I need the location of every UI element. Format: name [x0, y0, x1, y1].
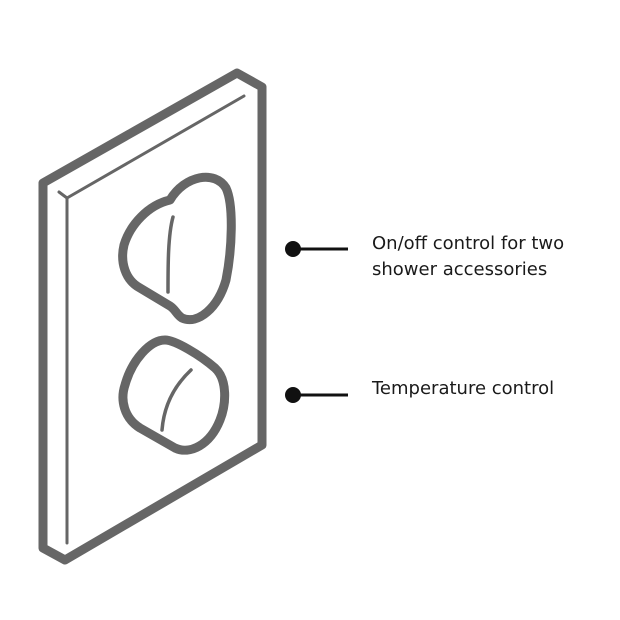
- plate-bevel-line: [57, 190, 69, 545]
- plate-bevel-top: [65, 94, 246, 200]
- callout-2: [285, 387, 348, 403]
- label-line: Temperature control: [372, 378, 555, 399]
- temperature-knob-indicator: [160, 368, 193, 432]
- label-line: shower accessories: [372, 259, 548, 280]
- plate-outline: [38, 68, 267, 565]
- diverter-knob-indicator: [166, 215, 175, 294]
- label-line: On/off control for two: [372, 233, 565, 254]
- callout-label-temperature: Temperature control: [372, 376, 554, 402]
- callout-label-diverter: On/off control for two shower accessorie…: [372, 231, 564, 283]
- diverter-knob: [118, 172, 236, 324]
- callout-1: [285, 241, 348, 257]
- temperature-knob: [118, 335, 230, 455]
